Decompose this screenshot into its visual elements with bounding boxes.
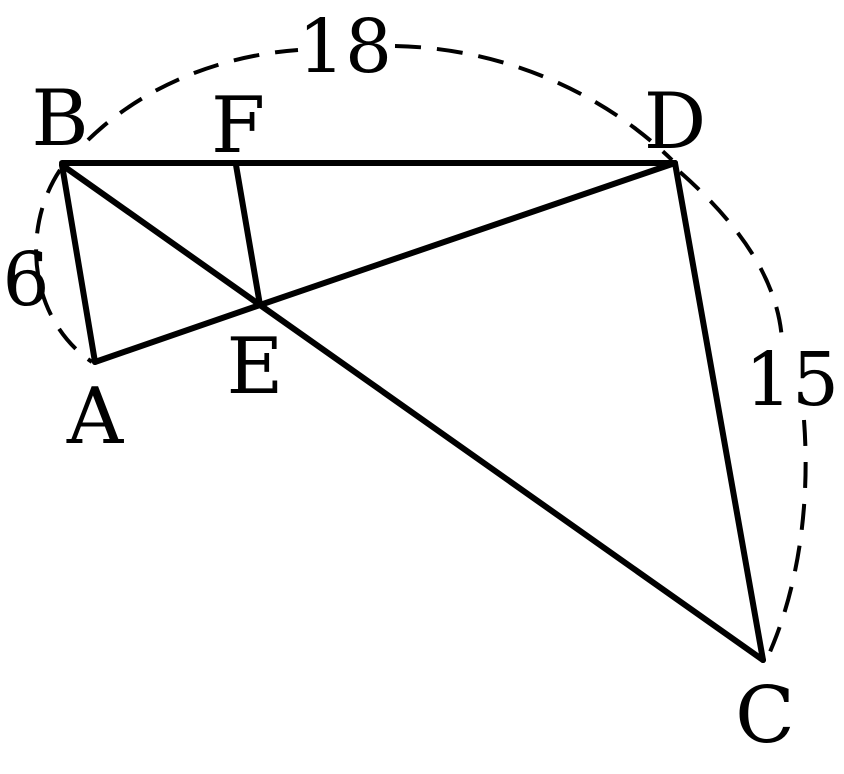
length-label-dc: 15 xyxy=(745,337,839,423)
arc-bd-length-left xyxy=(86,48,299,142)
arc-bd-length-right xyxy=(394,44,674,162)
segment-dc xyxy=(672,160,766,663)
segment-ed xyxy=(257,160,678,308)
arc-ab-length xyxy=(34,168,94,364)
segment-ec xyxy=(257,302,766,663)
point-label-c: C xyxy=(735,671,795,761)
segment-ab xyxy=(59,162,98,365)
segment-be xyxy=(59,162,263,308)
point-label-a: A xyxy=(66,372,125,462)
length-label-bd: 18 xyxy=(298,4,392,90)
arc-dc-length-lower xyxy=(762,419,808,666)
arc-dc-length-upper xyxy=(678,170,784,341)
point-label-d: D xyxy=(644,77,707,167)
point-label-f: F xyxy=(211,81,265,171)
point-label-e: E xyxy=(227,322,284,412)
segment-ae xyxy=(92,302,263,365)
length-label-ab: 6 xyxy=(2,237,49,323)
point-label-b: B xyxy=(31,74,88,164)
segment-fe xyxy=(233,162,263,308)
